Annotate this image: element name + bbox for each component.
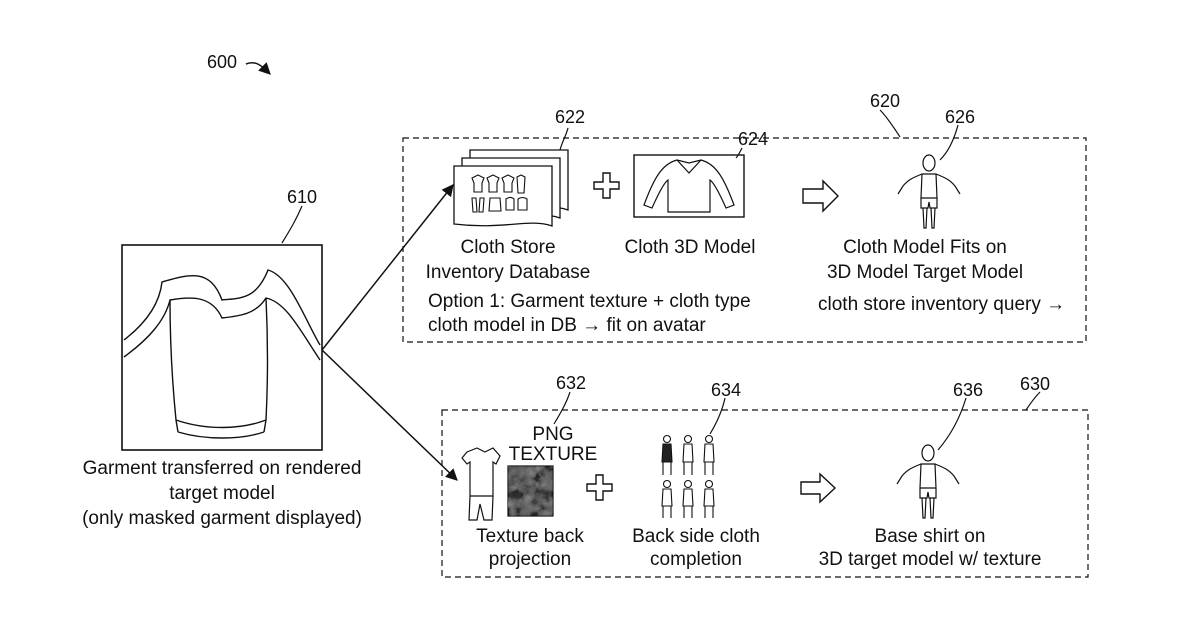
avatar-figure-textured	[897, 445, 959, 518]
hollow-arrow-icon	[803, 181, 838, 211]
masked-garment-illustration	[124, 270, 320, 438]
texture-caption-line-1: Texture back	[450, 527, 610, 546]
ref-610-label: 610	[287, 188, 317, 206]
figure-ref-arrow	[246, 63, 270, 74]
option1-line-2: cloth model in DB → fit on avatar	[428, 316, 706, 335]
ref-630-label: 630	[1020, 375, 1050, 393]
ref-632-leader	[554, 392, 570, 424]
inventory-caption-line-2: Inventory Database	[420, 263, 596, 282]
inventory-query-label: cloth store inventory query →	[818, 295, 1065, 314]
figure-ref-label: 600	[207, 53, 237, 71]
cloth3d-caption: Cloth 3D Model	[610, 238, 770, 257]
texture-caption-line-2: projection	[450, 550, 610, 569]
plus-icon	[587, 475, 612, 500]
inventory-caption-line-1: Cloth Store	[420, 238, 596, 257]
result-caption-line-1: Base shirt on	[800, 527, 1060, 546]
ref-624-label: 624	[738, 130, 768, 148]
source-garment-panel	[122, 245, 322, 450]
ref-610-leader	[282, 206, 302, 243]
ref-624-leader	[736, 148, 742, 158]
source-caption-line-3: (only masked garment displayed)	[72, 509, 372, 528]
ref-636-leader	[938, 398, 966, 450]
ref-620-leader	[880, 110, 900, 137]
fit-caption-line-1: Cloth Model Fits on	[810, 238, 1040, 257]
option1-line-1: Option 1: Garment texture + cloth type	[428, 292, 751, 311]
source-caption-line-1: Garment transferred on rendered	[72, 459, 372, 478]
completion-caption-line-2: completion	[610, 550, 782, 569]
result-caption-line-2: 3D target model w/ texture	[800, 550, 1060, 569]
ref-622-label: 622	[555, 108, 585, 126]
ref-632-label: 632	[556, 374, 586, 392]
ref-634-label: 634	[711, 381, 741, 399]
texture-shirt-icon	[462, 448, 500, 520]
ref-636-label: 636	[953, 381, 983, 399]
ref-620-label: 620	[870, 92, 900, 110]
ref-622-leader	[560, 128, 568, 150]
back-side-cloth-figures	[662, 436, 714, 519]
inventory-database-icon	[454, 150, 568, 226]
fit-caption-line-2: 3D Model Target Model	[810, 263, 1040, 282]
ref-626-leader	[940, 125, 958, 160]
texture-swatch-noise	[508, 466, 553, 516]
plus-icon	[594, 173, 619, 198]
ref-626-label: 626	[945, 108, 975, 126]
ref-630-leader	[1026, 392, 1040, 410]
shirt-3d-icon	[644, 160, 734, 212]
source-caption-line-2: target model	[72, 484, 372, 503]
completion-caption-line-1: Back side cloth	[610, 527, 782, 546]
avatar-figure-fit	[898, 155, 960, 228]
png-label-line-2: TEXTURE	[508, 445, 598, 464]
png-label-line-1: PNG	[508, 425, 598, 444]
hollow-arrow-icon	[801, 474, 835, 502]
ref-634-leader	[710, 398, 725, 434]
